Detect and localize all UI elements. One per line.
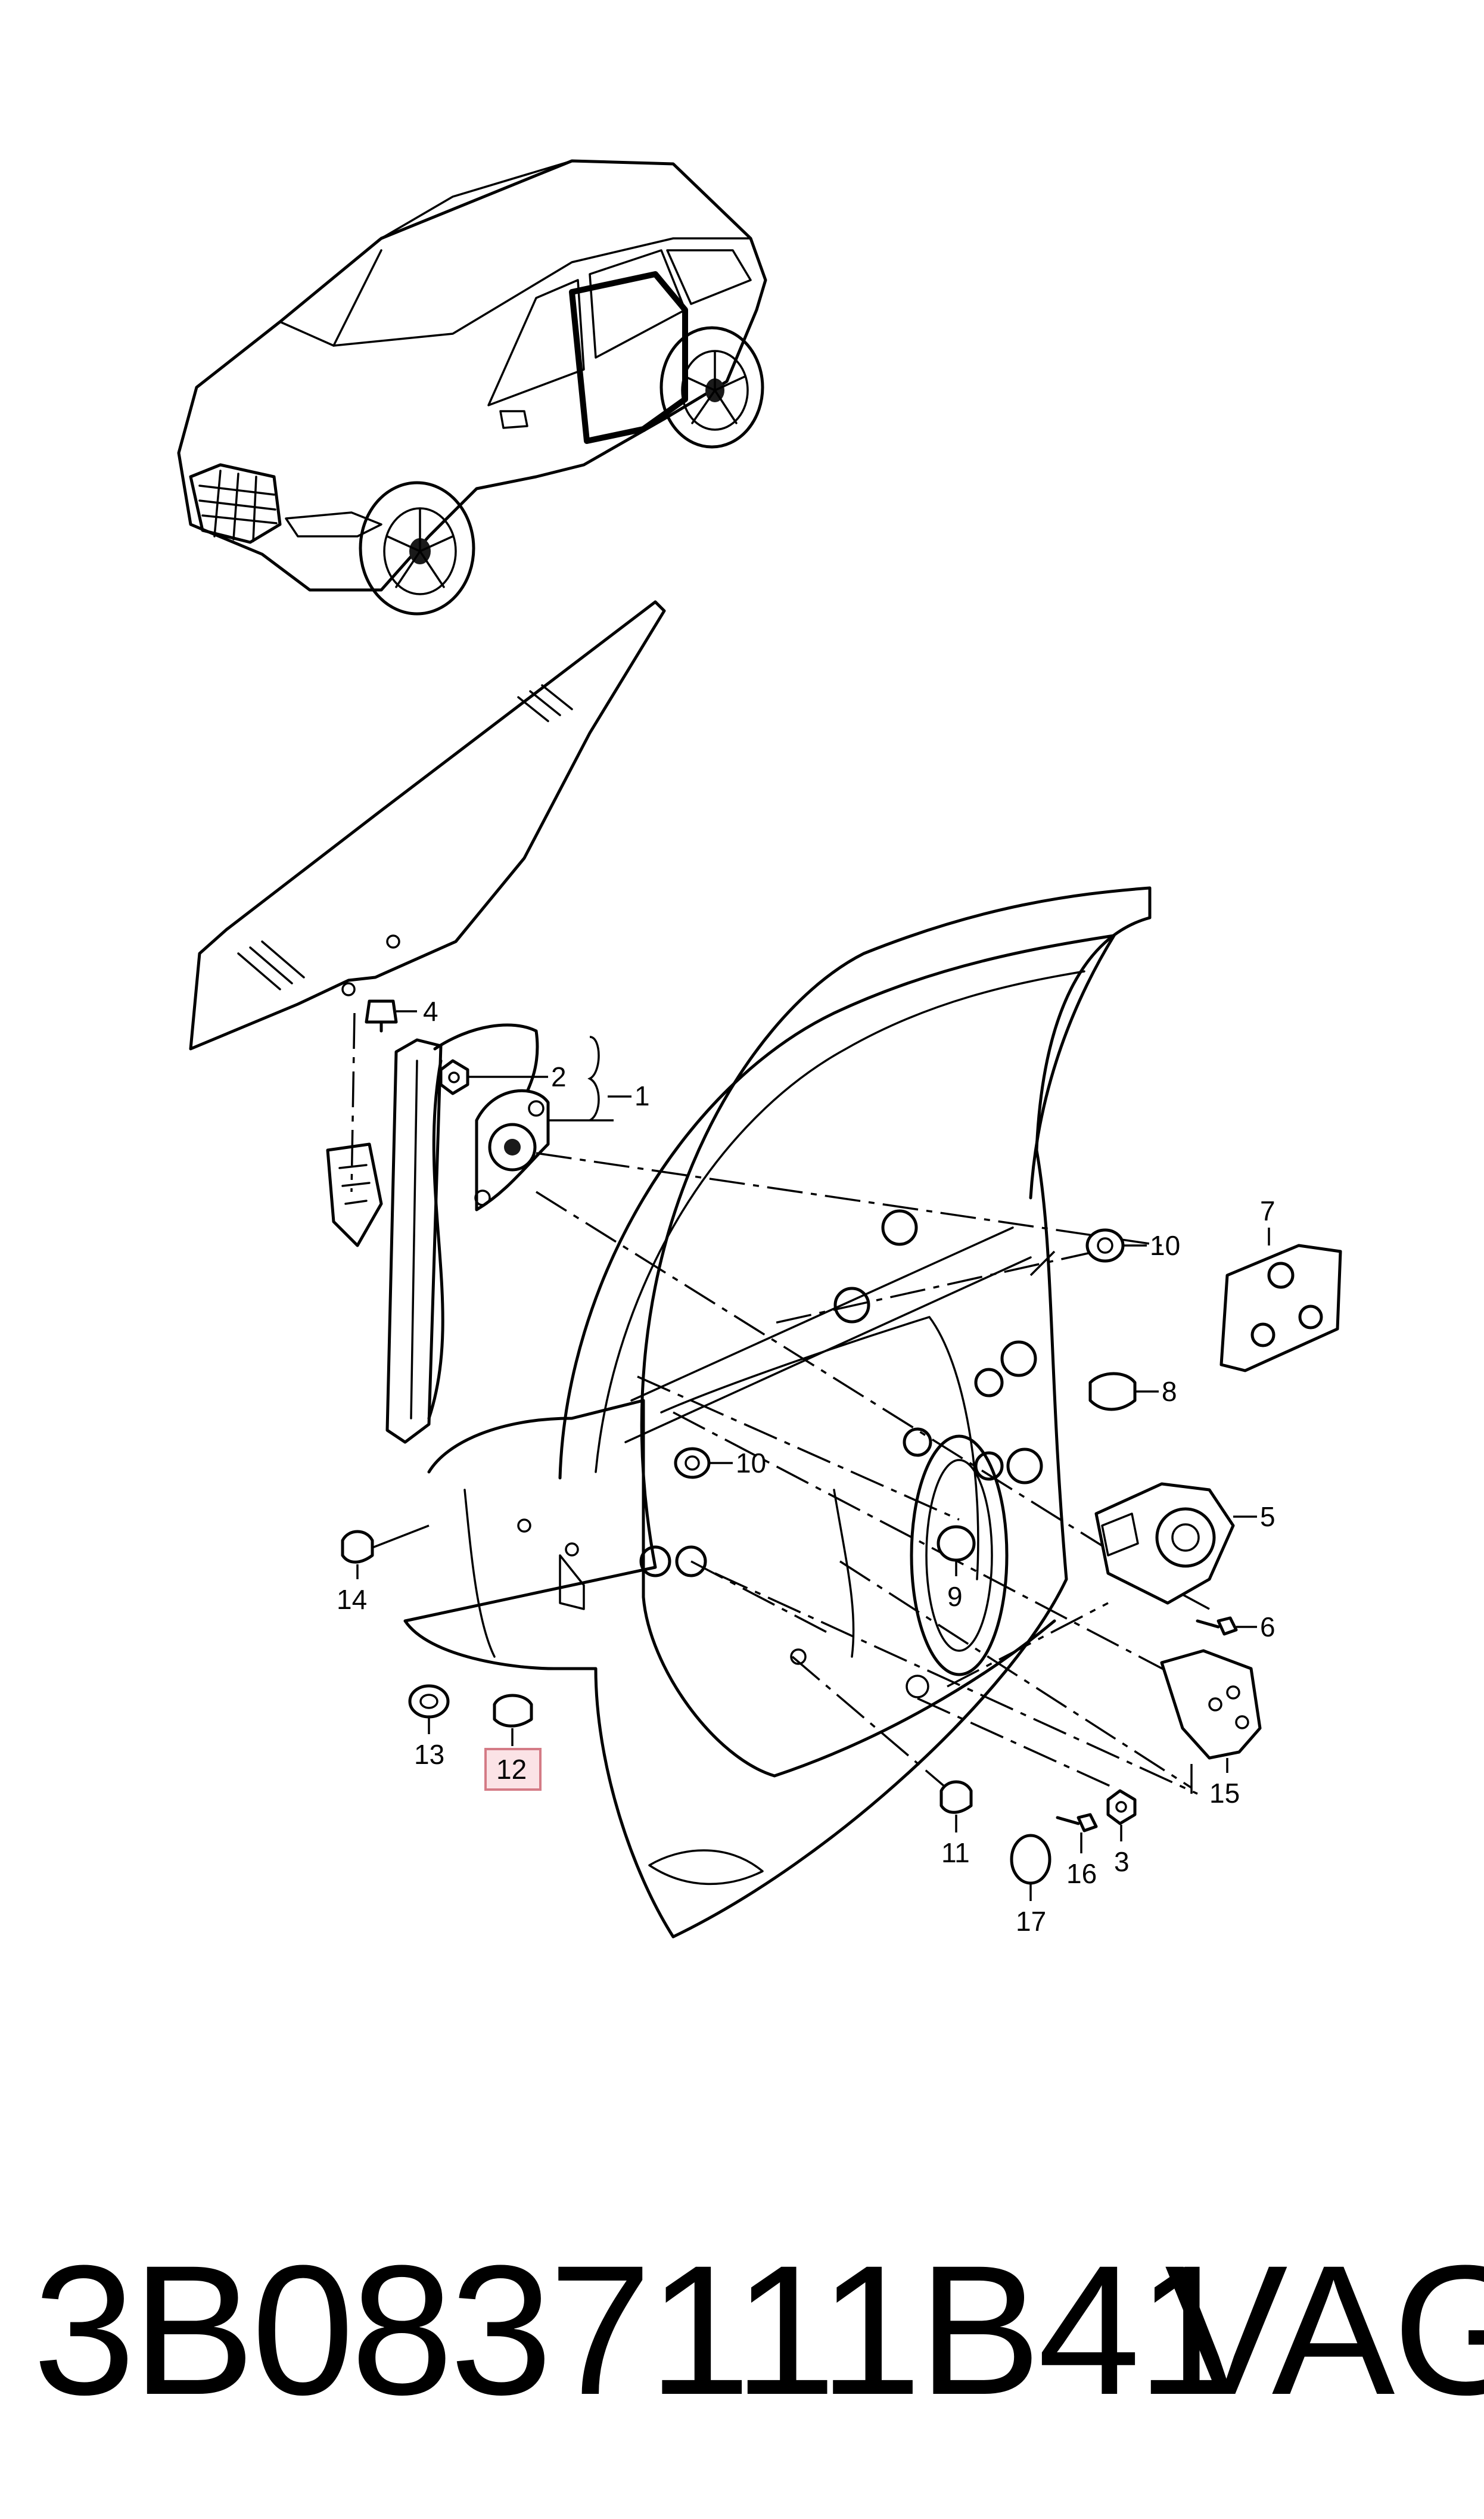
small-parts (341, 1228, 1342, 1885)
assembly-lines (350, 1012, 1210, 1795)
part-number: 3B0837111B41 (33, 2226, 1240, 2433)
callout-1: 1 (634, 1080, 650, 1111)
callout-2: 2 (551, 1061, 567, 1092)
callout-16: 16 (1066, 1858, 1097, 1889)
brand-name: VAG (1165, 2226, 1484, 2433)
callout-5: 5 (1260, 1501, 1275, 1532)
door-shell (403, 886, 1152, 1939)
callout-10-lower: 10 (736, 1448, 766, 1479)
callout-7: 7 (1260, 1195, 1275, 1226)
callout-8: 8 (1162, 1376, 1177, 1407)
callout-6: 6 (1260, 1611, 1275, 1642)
leader-lines (356, 1010, 1270, 1901)
callout-3: 3 (1114, 1846, 1130, 1877)
callout-9: 9 (947, 1581, 963, 1612)
window-regulator (326, 999, 550, 1444)
callouts: 4 2 1 10 7 8 10 5 9 6 14 13 12 15 11 3 1… (337, 996, 1275, 1937)
callout-10-upper: 10 (1150, 1230, 1180, 1261)
callout-12: 12 (496, 1754, 527, 1785)
callout-4: 4 (423, 996, 438, 1027)
callout-11: 11 (941, 1837, 970, 1868)
callout-14: 14 (337, 1584, 367, 1615)
callout-15: 15 (1209, 1778, 1240, 1809)
callout-13: 13 (414, 1739, 444, 1770)
callout-17: 17 (1016, 1906, 1046, 1937)
callout-12-highlight (484, 1748, 542, 1791)
window-glass (189, 600, 666, 1051)
vehicle-illustration (177, 159, 767, 616)
